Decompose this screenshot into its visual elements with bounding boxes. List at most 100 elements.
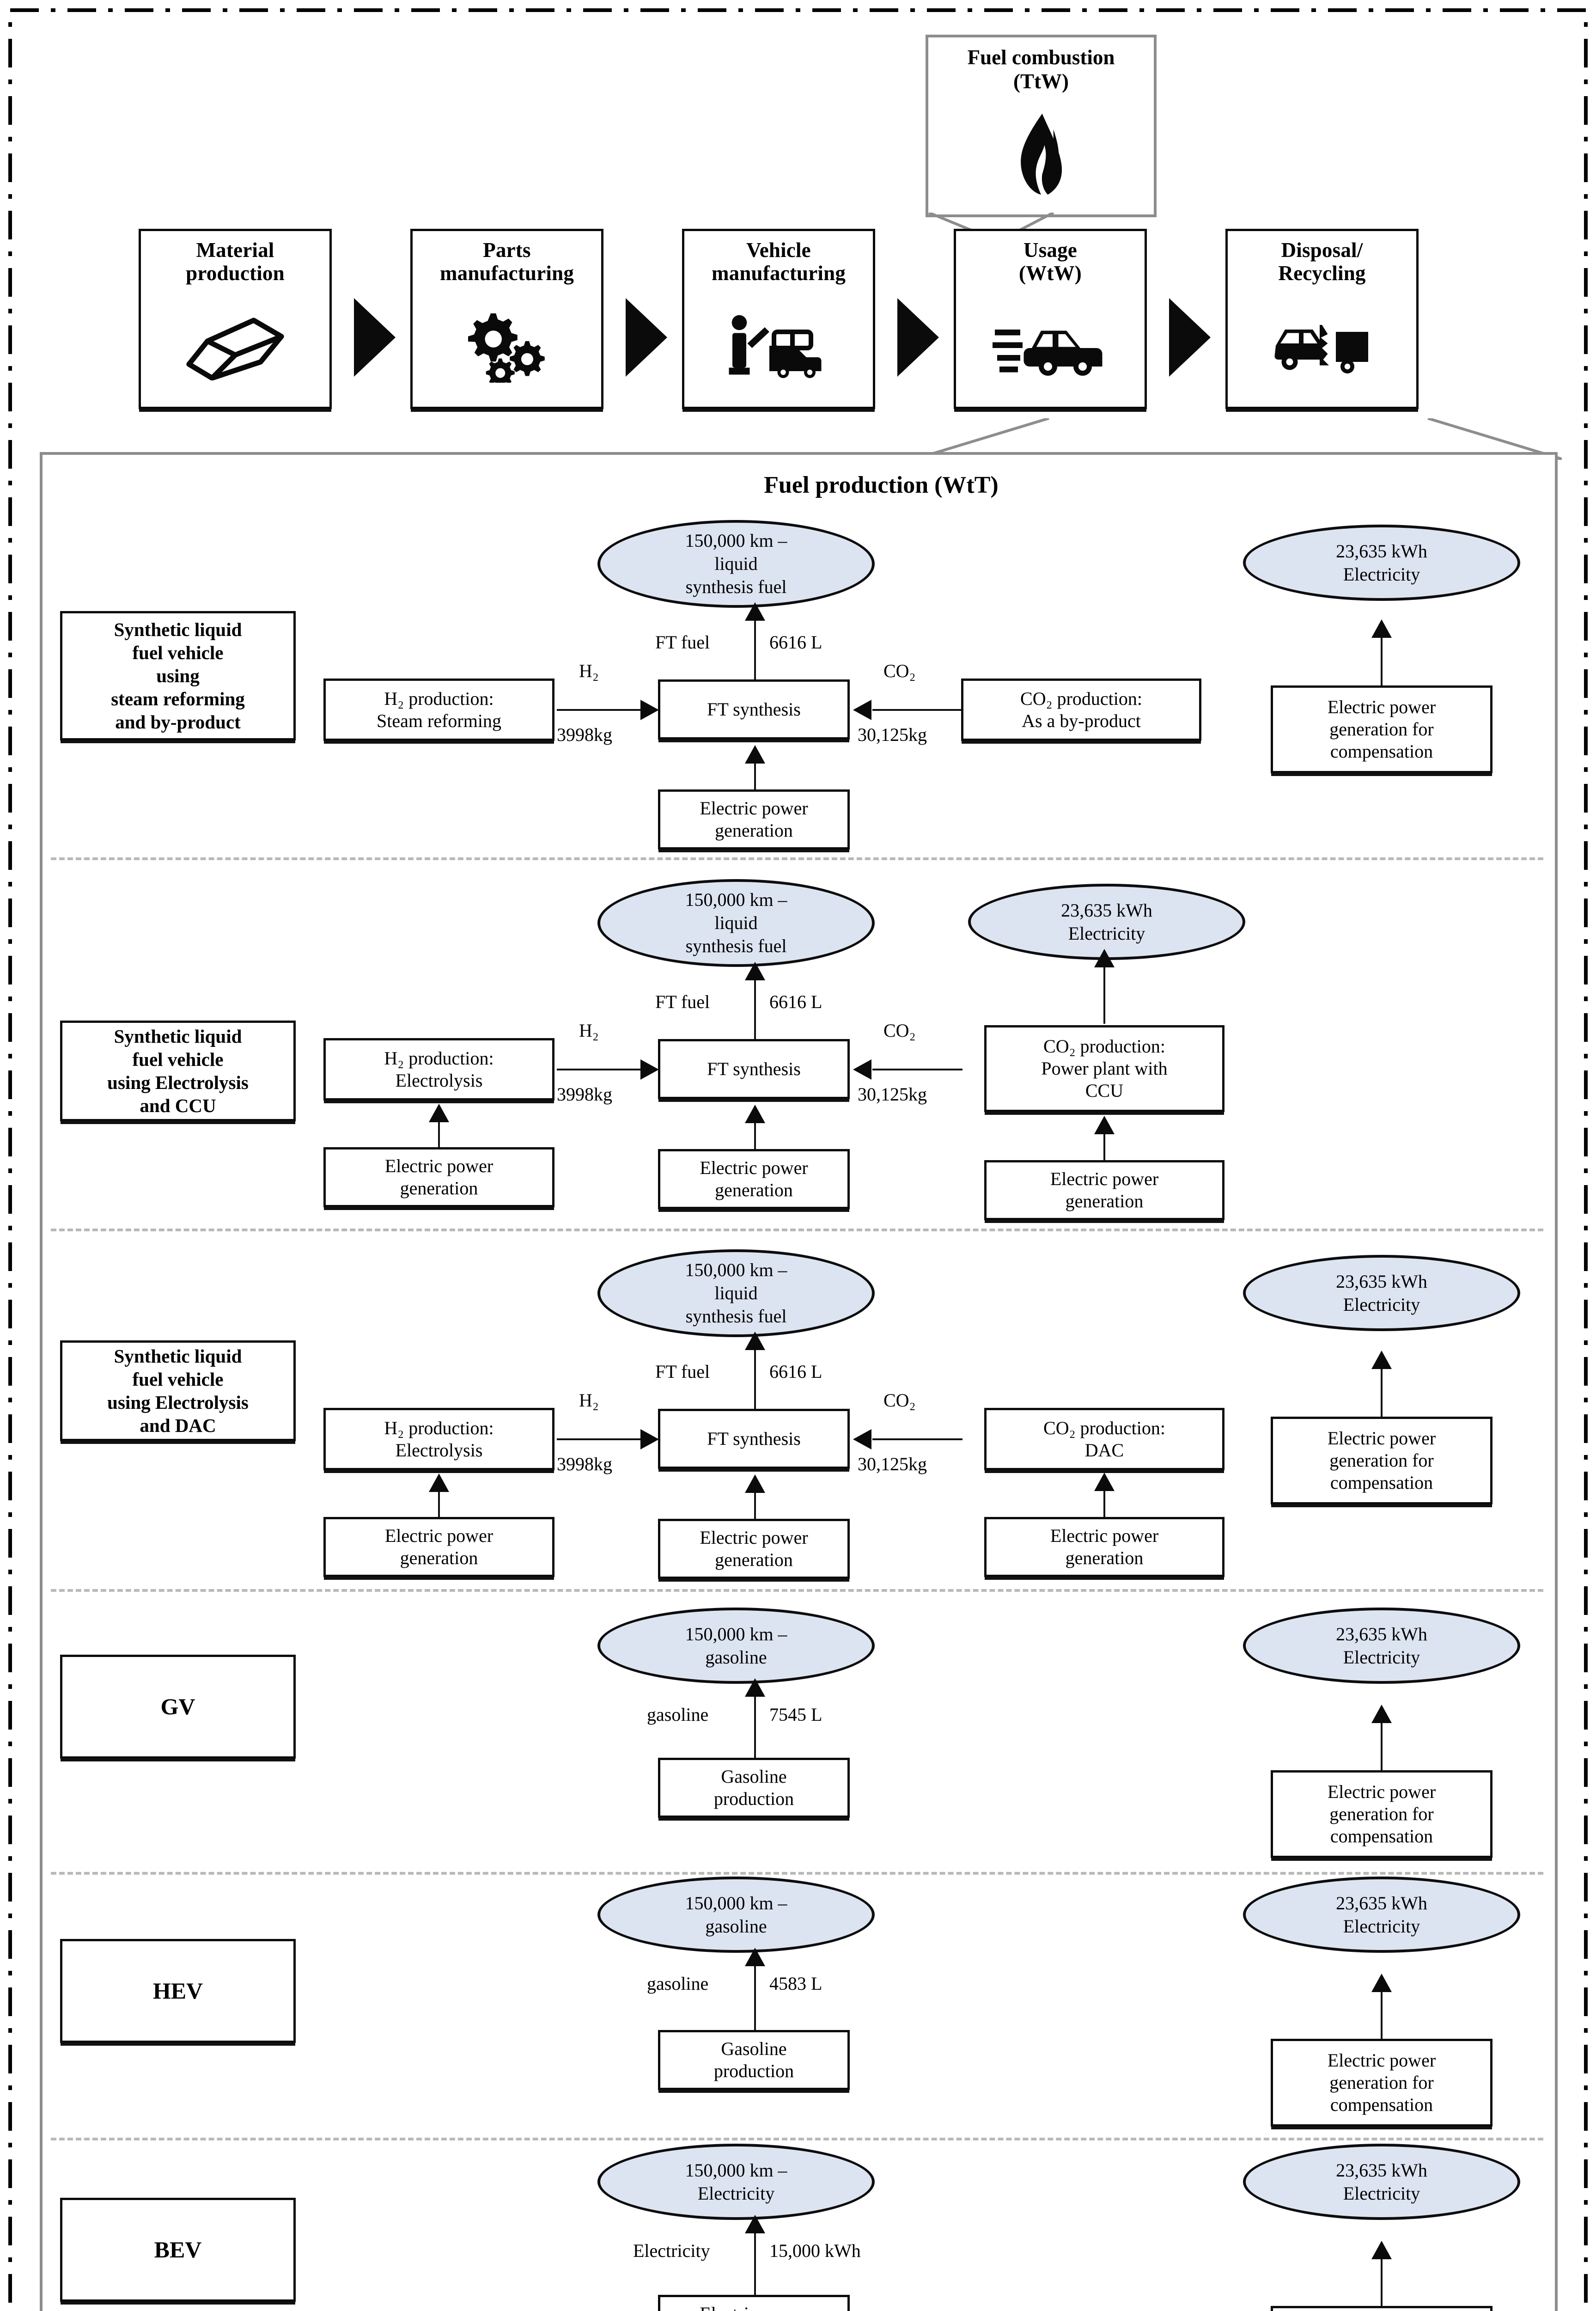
- product-edge-line: [754, 1695, 756, 1758]
- stage-title-line2: manufacturing: [711, 262, 846, 285]
- h2-production-box[interactable]: H₂ production:Electrolysis: [323, 1408, 554, 1470]
- right-edge-arrow: [1094, 949, 1115, 967]
- h2-power-edge-arrow: [429, 1104, 449, 1122]
- product-ellipse[interactable]: 150,000 km –gasoline: [597, 1608, 875, 1684]
- right-power-edge-line: [1381, 2258, 1383, 2307]
- co2-power-edge-arrow: [1094, 1473, 1115, 1491]
- co2-edge-line: [872, 709, 962, 711]
- co2-edge-label: CO₂: [883, 1020, 916, 1041]
- lifecycle-stage-usage[interactable]: Usage (WtW): [954, 229, 1147, 409]
- h2-edge-arrow: [640, 1059, 659, 1080]
- product-ellipse[interactable]: 150,000 km –gasoline: [597, 1877, 875, 1953]
- center-process-box[interactable]: FT synthesis: [658, 1039, 850, 1099]
- fuel-combustion-callout: Fuel combustion (TtW): [926, 35, 1157, 217]
- product-edge-arrow: [745, 602, 765, 621]
- right-power-edge-arrow: [1371, 2241, 1392, 2259]
- right-power-edge-arrow: [1371, 1705, 1392, 1723]
- co2-production-box[interactable]: CO₂ production:As a by-product: [961, 679, 1201, 741]
- center-power-edge-line: [754, 763, 756, 790]
- gears-icon: [413, 285, 601, 407]
- h2-edge-arrow: [640, 1429, 659, 1449]
- center-process-box[interactable]: FT synthesis: [658, 1409, 850, 1469]
- center-process-box[interactable]: FT synthesis: [658, 679, 850, 740]
- h2-edge-arrow: [640, 700, 659, 720]
- product-ellipse[interactable]: 150,000 km –Electricity: [597, 2144, 875, 2220]
- lifecycle-stage-material-production[interactable]: Material production: [139, 229, 332, 409]
- stage-title-line1: Disposal/: [1281, 238, 1363, 262]
- product-edge-label: gasoline: [647, 1973, 709, 1994]
- product-edge-amount: 6616 L: [769, 1361, 822, 1382]
- co2-power-edge-line: [1103, 1490, 1105, 1518]
- product-edge-line: [754, 2232, 756, 2295]
- h2-production-box[interactable]: H₂ production:Steam reforming: [323, 679, 554, 741]
- h2-production-box[interactable]: H₂ production:Electrolysis: [323, 1038, 554, 1100]
- vehicle-label-box[interactable]: HEV: [60, 1939, 296, 2043]
- h2-edge-amount: 3998kg: [557, 1454, 612, 1474]
- h2-edge-line: [557, 709, 645, 711]
- product-edge-line: [754, 1349, 756, 1418]
- product-edge-amount: 15,000 kWh: [769, 2240, 861, 2261]
- stage-title-line1: Material: [196, 238, 274, 262]
- stage-title-line2: production: [186, 262, 285, 285]
- crashed-car-icon: [1228, 285, 1416, 407]
- right-power-edge-arrow: [1371, 1974, 1392, 1992]
- product-edge-label: Electricity: [633, 2240, 710, 2261]
- co2-edge-line: [872, 1438, 962, 1440]
- row-divider-2: [51, 1229, 1543, 1231]
- stage-title-line2: (WtW): [1019, 262, 1082, 285]
- product-edge-label: FT fuel: [655, 991, 710, 1012]
- right-power-edge-arrow: [1371, 619, 1392, 638]
- co2-production-box[interactable]: CO₂ production:DAC: [984, 1408, 1224, 1470]
- h2-power-edge-line: [438, 1120, 440, 1148]
- lifecycle-stage-parts-manufacturing[interactable]: Parts manufacturing: [410, 229, 603, 409]
- right-power-edge-line: [1381, 1991, 1383, 2040]
- co2-power-edge-arrow: [1094, 1116, 1115, 1134]
- stage-title-line1: Usage: [1023, 238, 1077, 262]
- h2-power-edge-arrow: [429, 1473, 449, 1492]
- lifecycle-arrow-3: [897, 298, 939, 377]
- callout-title-line2: (TtW): [1013, 69, 1069, 93]
- right-edge-line: [1103, 966, 1105, 1024]
- co2-edge-line: [872, 1069, 962, 1070]
- row-divider-1: [51, 857, 1543, 860]
- product-edge-arrow: [745, 1678, 765, 1697]
- vehicle-label-box[interactable]: GV: [60, 1655, 296, 1759]
- lifecycle-stage-disposal-recycling[interactable]: Disposal/ Recycling: [1225, 229, 1419, 409]
- co2-edge-arrow: [853, 1059, 871, 1080]
- center-power-edge-arrow: [745, 1105, 765, 1123]
- product-edge-arrow: [745, 962, 765, 980]
- product-edge-amount: 6616 L: [769, 991, 822, 1012]
- stage-title-line2: manufacturing: [439, 262, 574, 285]
- lifecycle-stage-vehicle-manufacturing[interactable]: Vehicle manufacturing: [682, 229, 875, 409]
- vehicle-label-box[interactable]: BEV: [60, 2198, 296, 2302]
